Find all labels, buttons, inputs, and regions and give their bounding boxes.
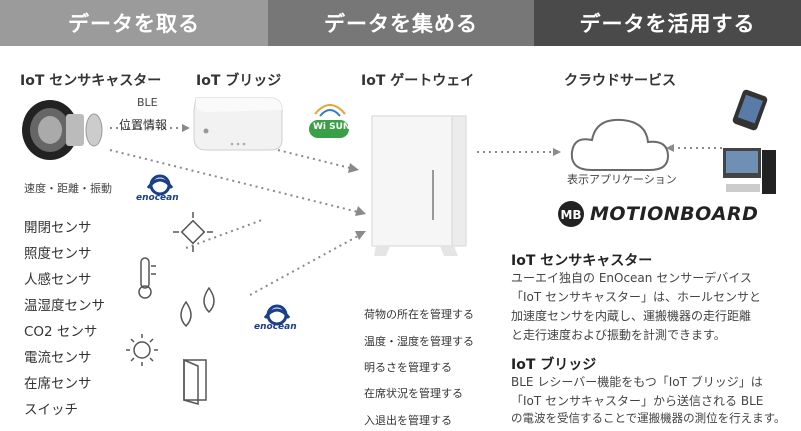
usage-item: 荷物の所在を管理する — [364, 308, 474, 321]
sun-brightness-icon — [126, 334, 158, 366]
usage-item: 温度・湿度を管理する — [364, 335, 474, 348]
label-speed-distance-vibration: 速度・距離・振動 — [24, 182, 112, 195]
arrow-sensors-gateway — [185, 219, 263, 249]
iot-gateway-image — [371, 115, 467, 256]
usage-item: 入退出を管理する — [364, 414, 452, 427]
desc-caster-line: と走行速度および振動を計測できます。 — [511, 328, 726, 342]
sensor-item: 照度センサ — [24, 246, 92, 262]
sensor-item: 開閉センサ — [24, 220, 92, 236]
arrow-caster-gateway — [109, 149, 359, 213]
arrow-bridge-gateway — [277, 149, 351, 169]
enocean-logo-text-1: enocean — [136, 193, 179, 203]
wisun-logo — [309, 104, 349, 138]
desktop-pc-icon — [723, 148, 776, 194]
desc-bridge-title: IoT ブリッジ — [511, 357, 597, 373]
motionboard-logo-mark: MB — [558, 201, 584, 227]
sensor-item: 人感センサ — [24, 272, 92, 288]
enocean-logo-text-2: enocean — [254, 322, 297, 332]
label-iot-sensor-caster: IoT センサキャスター — [20, 73, 162, 89]
sensor-item: 電流センサ — [24, 350, 92, 366]
sensor-item: スイッチ — [24, 402, 78, 418]
door-icon — [183, 358, 207, 405]
label-display-app: 表示アプリケーション — [567, 173, 677, 186]
desc-bridge-line: 「IoT センサキャスター」から送信される BLE — [511, 394, 764, 408]
header-utilize: データを活用する — [534, 0, 801, 46]
desc-caster-line: ユーエイ独自の EnOcean センサーデバイス — [511, 271, 752, 285]
smartphone-icon — [732, 89, 768, 131]
thermometer-icon — [138, 257, 156, 299]
enocean-logo-2 — [263, 304, 291, 326]
label-iot-gateway: IoT ゲートウェイ — [361, 73, 475, 89]
illuminance-sensor-icon — [173, 212, 213, 252]
desc-caster-title: IoT センサキャスター — [511, 253, 653, 269]
usage-item: 明るさを管理する — [364, 361, 452, 374]
iot-bridge-image — [193, 97, 283, 151]
enocean-logo-1 — [146, 174, 174, 196]
desc-caster-line: 「IoT センサキャスター」は、ホールセンサと — [511, 290, 762, 304]
label-position-info: 位置情報 — [119, 118, 168, 132]
wisun-logo-text: Wi SUN — [313, 122, 351, 132]
desc-bridge-line: の電波を受信することで運搬機器の測位を行えます。 — [511, 411, 786, 425]
svg-text:MB: MB — [560, 208, 581, 222]
motionboard-logo-text: MOTIONBOARD — [590, 203, 759, 225]
sensor-item: 温湿度センサ — [24, 298, 105, 314]
arrow-enocean-gateway — [249, 235, 359, 296]
label-ble: BLE — [137, 96, 158, 109]
sensor-caster-image — [22, 100, 103, 160]
usage-item: 在席状況を管理する — [364, 387, 463, 400]
label-iot-bridge: IoT ブリッジ — [196, 73, 282, 89]
sensor-item: 在席センサ — [24, 376, 92, 392]
header-gather: データを集める — [268, 0, 534, 46]
cloud-icon — [570, 118, 670, 171]
desc-caster-line: 加速度センサを内蔵し、運搬機器の走行距離 — [511, 309, 752, 323]
label-cloud-service: クラウドサービス — [564, 73, 676, 89]
humidity-drops-icon — [180, 286, 215, 328]
desc-bridge-line: BLE レシーバー機能をもつ「IoT ブリッジ」は — [511, 375, 763, 389]
sensor-item: CO2 センサ — [24, 324, 98, 340]
header-collect: データを取る — [0, 0, 268, 46]
